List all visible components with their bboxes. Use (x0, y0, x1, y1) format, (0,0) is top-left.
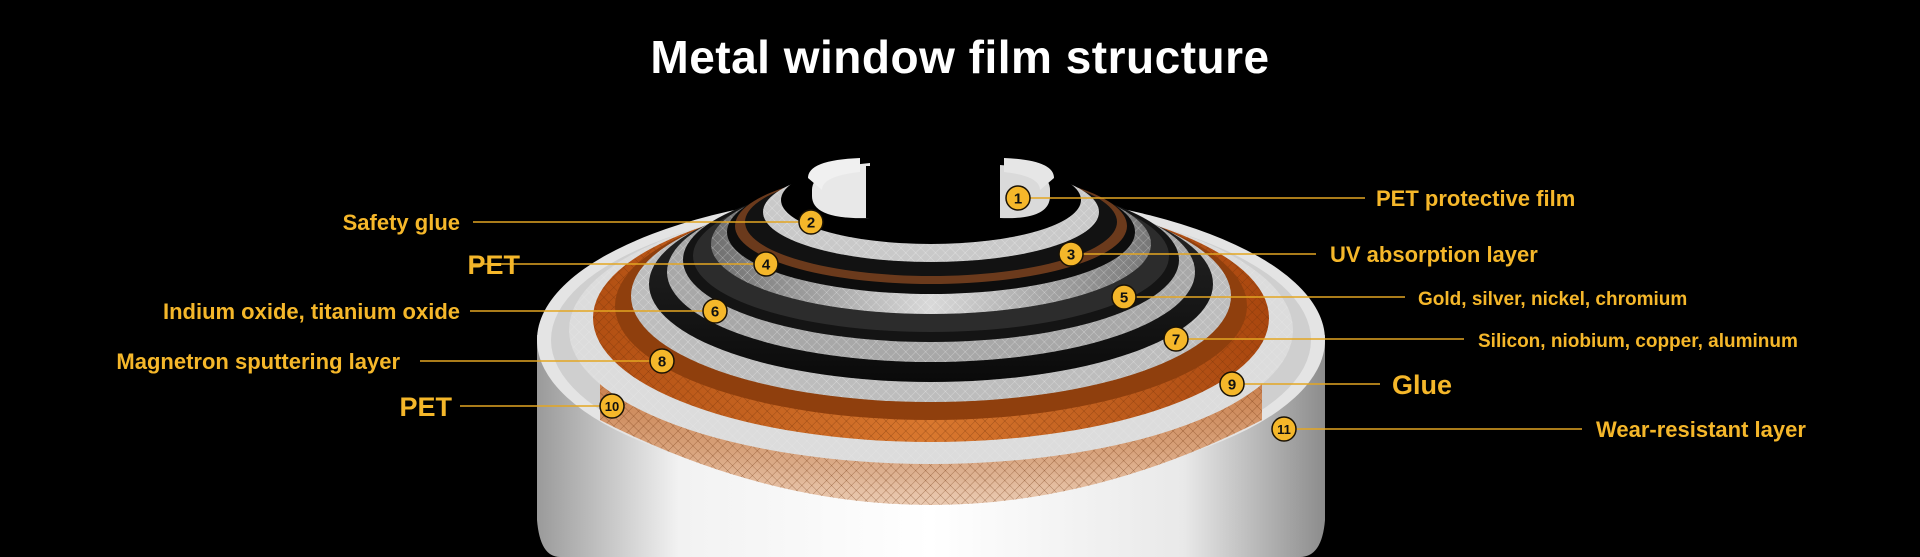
label-indium-titanium-oxide: Indium oxide, titanium oxide (163, 299, 460, 324)
svg-text:10: 10 (605, 399, 619, 414)
labels: PET protective film Safety glue UV absor… (116, 186, 1806, 442)
badge-7: 7 (1163, 326, 1189, 352)
svg-text:2: 2 (807, 215, 815, 232)
label-uv-absorption-layer: UV absorption layer (1330, 242, 1538, 267)
label-magnetron-sputtering-layer: Magnetron sputtering layer (116, 349, 400, 374)
svg-text:4: 4 (762, 257, 771, 274)
label-pet-10: PET (399, 392, 452, 422)
badges: 1 2 3 4 5 6 7 8 (599, 185, 1297, 442)
badge-3: 3 (1058, 241, 1084, 267)
badge-8: 8 (649, 348, 675, 374)
badge-11: 11 (1271, 416, 1297, 442)
svg-text:7: 7 (1172, 332, 1180, 349)
badge-1: 1 (1005, 185, 1031, 211)
label-safety-glue: Safety glue (343, 210, 460, 235)
svg-text:9: 9 (1228, 377, 1236, 394)
badge-2: 2 (798, 209, 824, 235)
badge-5: 5 (1111, 284, 1137, 310)
badge-10: 10 (599, 393, 625, 419)
svg-text:6: 6 (711, 304, 719, 321)
svg-text:11: 11 (1277, 422, 1291, 437)
label-silicon-niobium-copper-aluminum: Silicon, niobium, copper, aluminum (1478, 331, 1798, 352)
label-wear-resistant-layer: Wear-resistant layer (1596, 417, 1806, 442)
badge-9: 9 (1219, 371, 1245, 397)
svg-text:8: 8 (658, 354, 666, 371)
film-cylinder (537, 156, 1325, 557)
badge-4: 4 (753, 251, 779, 277)
label-pet-protective-film: PET protective film (1376, 186, 1575, 211)
label-glue: Glue (1392, 370, 1452, 400)
label-pet-4: PET (467, 250, 520, 280)
svg-text:5: 5 (1120, 290, 1128, 307)
badge-6: 6 (702, 298, 728, 324)
leader-lines (420, 197, 1582, 430)
diagram-title: Metal window film structure (650, 31, 1270, 83)
svg-text:1: 1 (1014, 191, 1022, 208)
label-gold-silver-nickel-chromium: Gold, silver, nickel, chromium (1418, 289, 1687, 310)
svg-text:3: 3 (1067, 247, 1075, 264)
